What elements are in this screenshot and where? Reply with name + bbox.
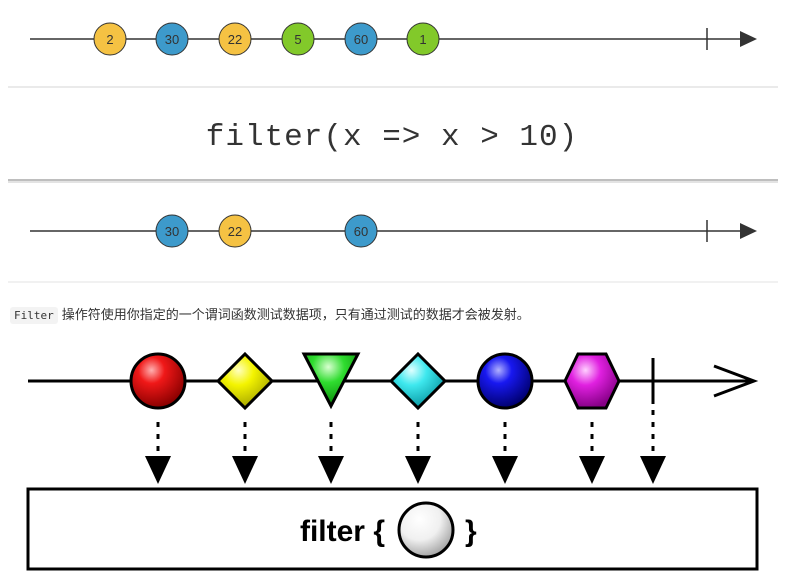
input-marble: 22	[218, 22, 252, 56]
filter-operator-box	[26, 487, 759, 571]
blue-circle-marble	[476, 352, 534, 410]
down-arrow-icon	[145, 456, 171, 484]
yellow-diamond-marble	[215, 351, 275, 411]
down-arrow-icons	[145, 456, 666, 484]
output-marble-label: 30	[165, 224, 179, 239]
output-timeline: 30 22 60	[30, 214, 757, 248]
output-marble: 30	[155, 214, 189, 248]
input-marble: 30	[155, 22, 189, 56]
input-marble: 2	[93, 22, 127, 56]
input-timeline: 2 30 22 5 60 1	[30, 22, 757, 56]
input-marble: 5	[281, 22, 315, 56]
output-timeline-arrow-icon	[740, 223, 757, 239]
filter-label-left: filter {	[300, 515, 385, 548]
input-marble-label: 30	[165, 32, 179, 47]
input-marble-label: 60	[354, 32, 368, 47]
down-arrow-icon	[232, 456, 258, 484]
output-marble: 22	[218, 214, 252, 248]
operator-text: filter(x => x > 10)	[206, 120, 578, 155]
down-arrow-icon	[318, 456, 344, 484]
source-timeline-arrow-icon	[713, 364, 759, 398]
input-marble-label: 5	[294, 32, 301, 47]
magenta-hexagon-marble	[563, 352, 621, 410]
cyan-diamond-marble	[388, 351, 448, 411]
caption-text: 操作符使用你指定的一个谓词函数测试数据项，只有通过测试的数据才会被发射。	[61, 308, 530, 323]
output-marble-label: 60	[354, 224, 368, 239]
top-marble-diagram: 2 30 22 5 60 1 filter(x => x > 10)	[8, 22, 778, 283]
down-arrow-icon	[579, 456, 605, 484]
input-marble: 1	[406, 22, 440, 56]
bottom-marble-diagram: filter { }	[26, 351, 759, 571]
filter-label-right: }	[465, 515, 477, 548]
output-marble-label: 22	[228, 224, 242, 239]
down-arrow-icon	[492, 456, 518, 484]
predicate-circle-icon	[397, 501, 455, 559]
output-marble: 60	[344, 214, 378, 248]
caption-code: Filter	[10, 307, 58, 324]
input-marble-label: 2	[106, 32, 113, 47]
input-marble: 60	[344, 22, 378, 56]
down-arrow-icon	[405, 456, 431, 484]
down-arrow-icon	[640, 456, 666, 484]
red-circle-marble	[129, 352, 187, 410]
input-marble-label: 1	[419, 32, 426, 47]
dotted-connectors	[156, 410, 655, 462]
input-marble-label: 22	[228, 32, 242, 47]
input-timeline-arrow-icon	[740, 31, 757, 47]
green-triangle-marble	[301, 352, 361, 410]
